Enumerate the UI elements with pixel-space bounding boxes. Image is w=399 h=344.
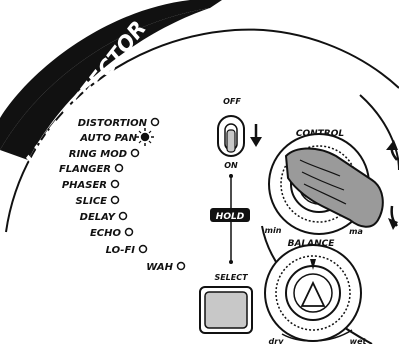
effect-label-wah: WAH xyxy=(146,262,173,273)
rotate-down-arrow-icon xyxy=(388,206,398,230)
select-button[interactable] xyxy=(200,287,252,333)
rotate-up-arrow-icon xyxy=(386,140,398,160)
effect-led-auto-pan-lit xyxy=(136,128,154,146)
effect-label-slice: SLICE xyxy=(76,196,108,207)
effect-led-phaser xyxy=(112,181,119,188)
panel-edge-right xyxy=(360,95,399,170)
effect-led-flanger xyxy=(116,165,123,172)
effect-label-lo-fi: LO-FI xyxy=(106,245,136,256)
hold-switch-on-label: ON xyxy=(224,161,238,170)
effect-led-distortion xyxy=(152,119,159,126)
balance-knob[interactable] xyxy=(265,245,361,341)
hold-connector-dot-bottom xyxy=(229,260,233,264)
hold-connector-dot-top xyxy=(229,174,233,178)
effect-label-phaser: PHASER xyxy=(62,180,107,191)
down-arrow-icon xyxy=(250,124,262,147)
effect-led-wah xyxy=(178,263,185,270)
effect-label-auto-pan: AUTO PAN xyxy=(79,133,137,144)
effect-list: DISTORTION AUTO PAN RING MOD FLANGER PHA… xyxy=(59,118,185,273)
hold-switch-off-label: OFF xyxy=(223,97,241,106)
effect-label-distortion: DISTORTION xyxy=(78,118,148,129)
effect-led-lo-fi xyxy=(140,246,147,253)
effect-label-echo: ECHO xyxy=(90,228,122,239)
balance-knob-wet-label: wet xyxy=(350,337,368,344)
effect-led-slice xyxy=(112,197,119,204)
effect-led-delay xyxy=(120,213,127,220)
hold-switch[interactable] xyxy=(218,116,244,156)
effect-label-delay: DELAY xyxy=(80,212,117,223)
control-knob-min-label: min xyxy=(265,226,282,235)
effect-label-ring-mod: RING MOD xyxy=(69,149,127,160)
effect-led-ring-mod xyxy=(132,150,139,157)
select-button-label: SELECT xyxy=(214,273,248,282)
effect-label-flanger: FLANGER xyxy=(59,164,111,175)
hold-badge-label: HOLD xyxy=(216,212,245,222)
control-knob-max-label: ma xyxy=(349,227,363,236)
balance-knob-dry-label: dry xyxy=(269,337,285,344)
effect-led-echo xyxy=(126,229,133,236)
